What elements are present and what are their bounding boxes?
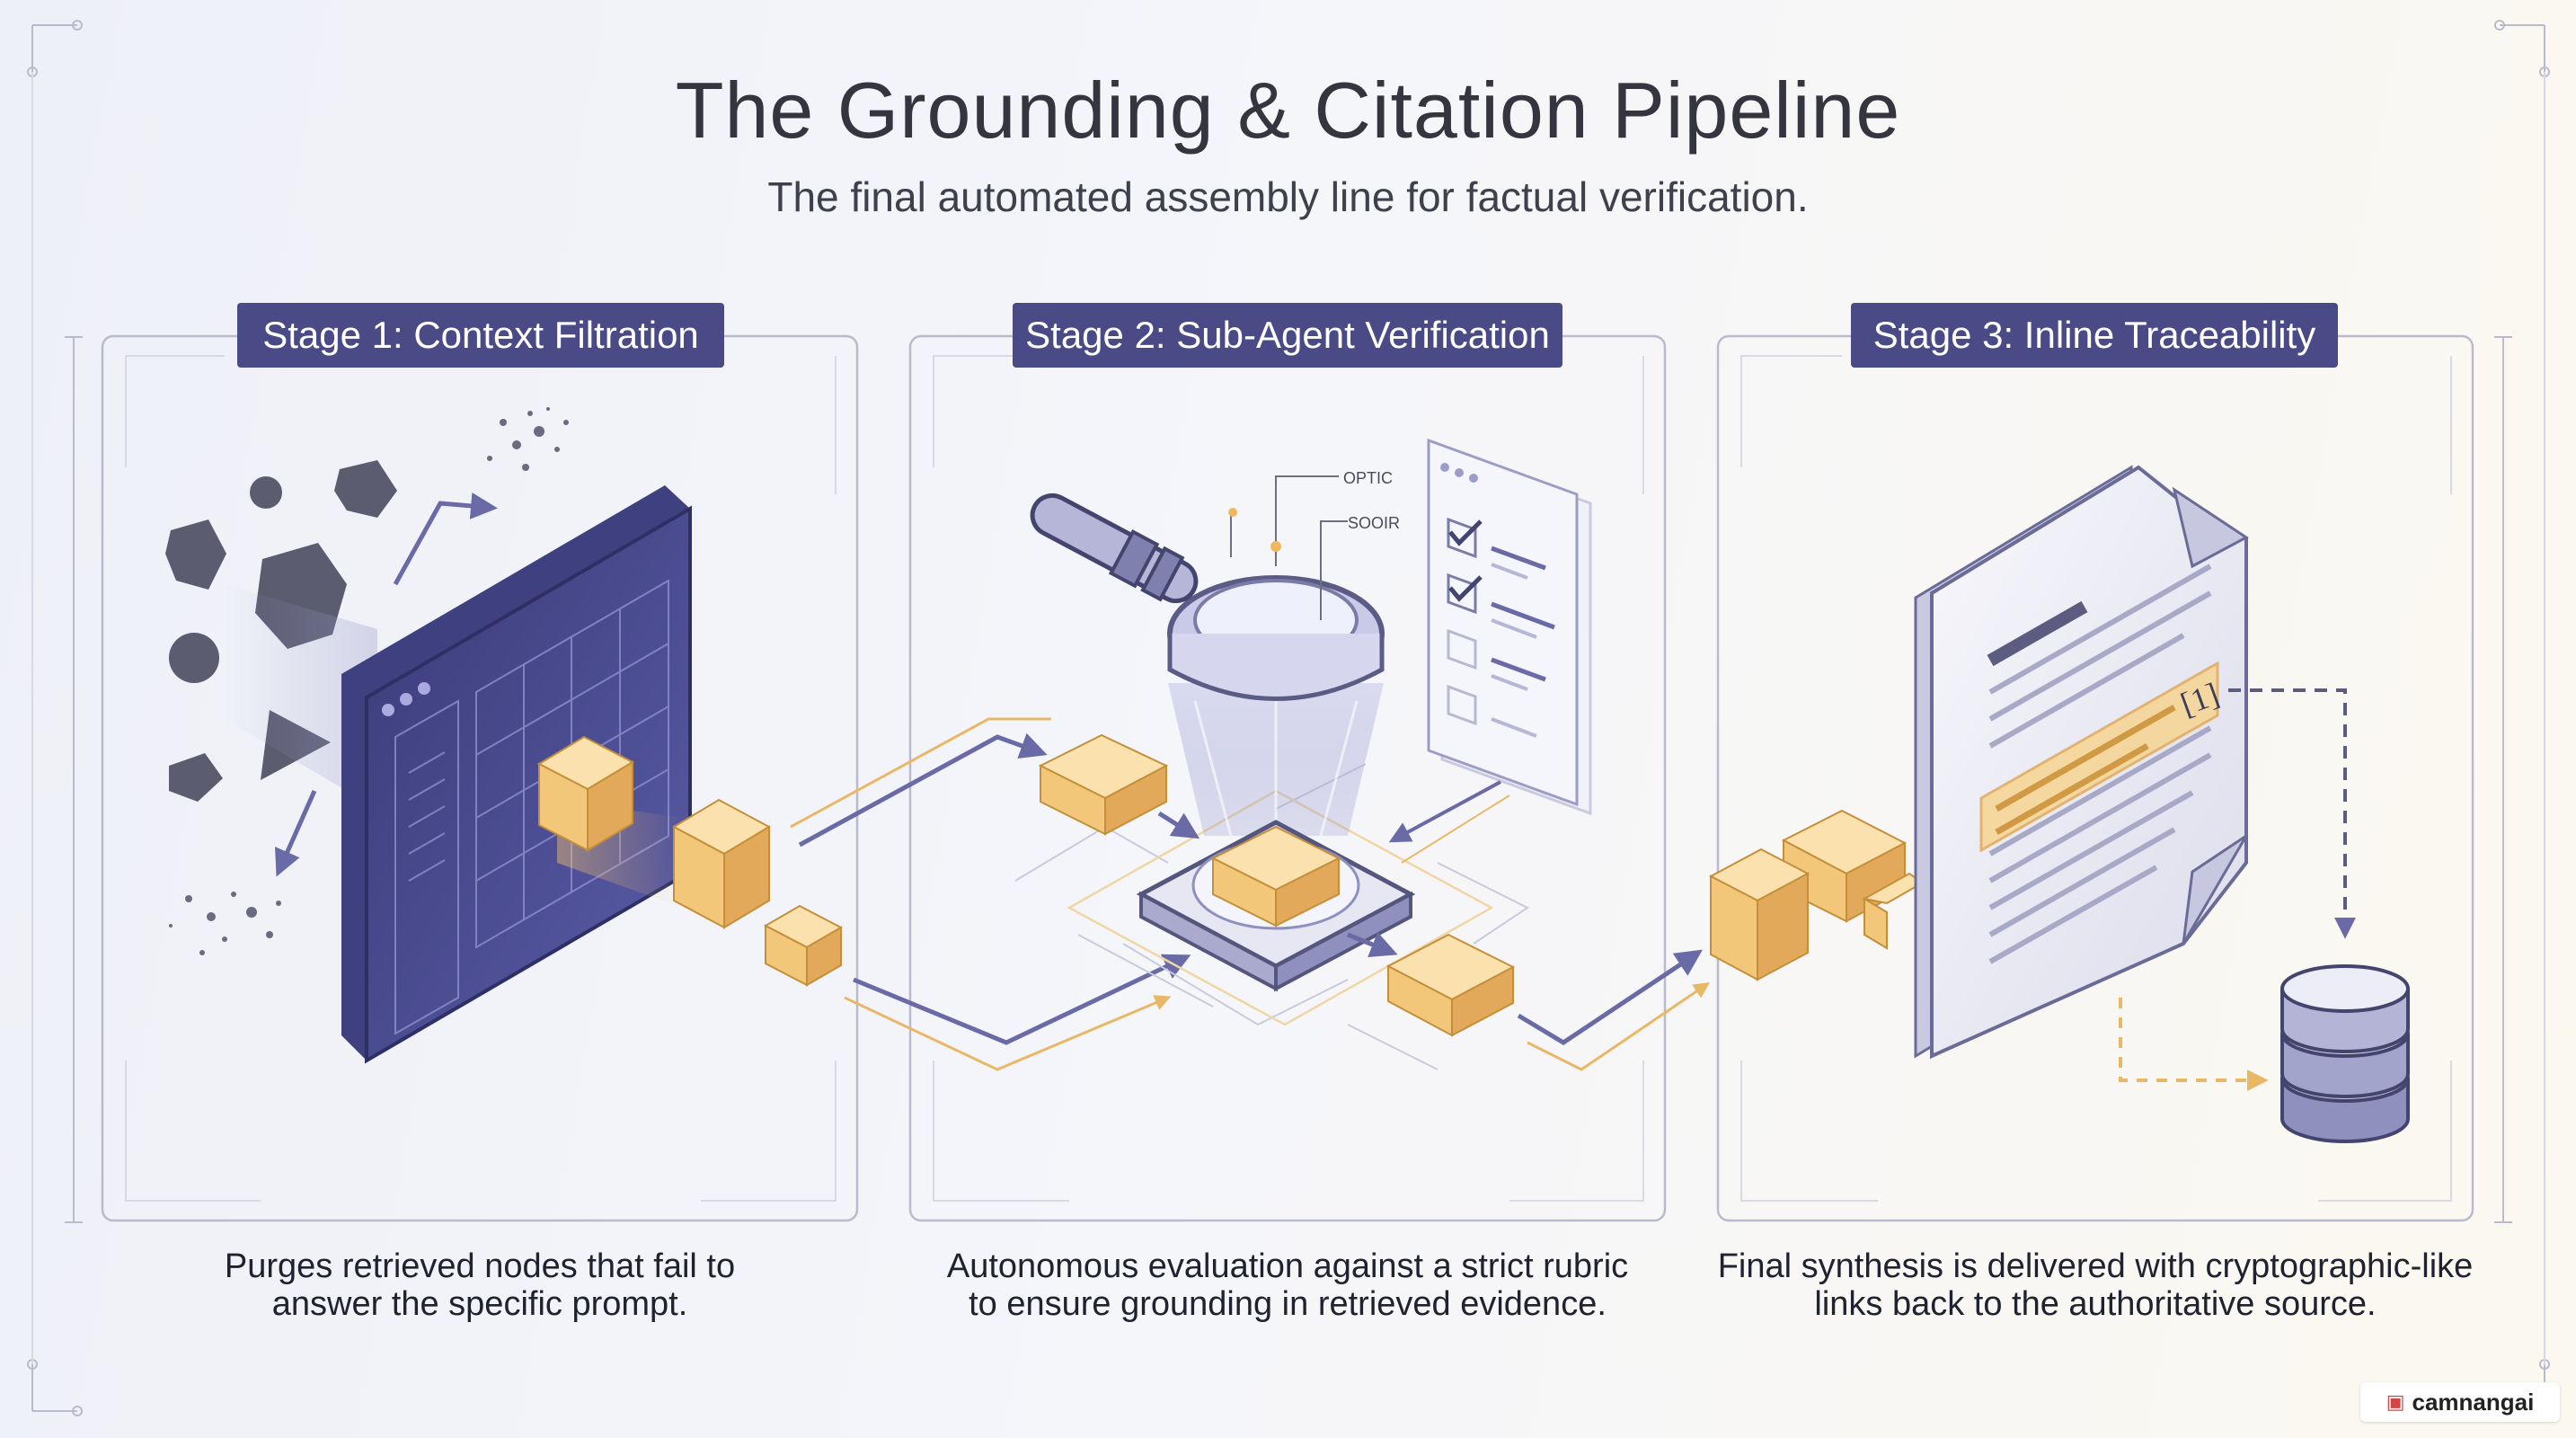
callout-sooir: SOOIR: [1348, 514, 1400, 532]
stage1-caption-line1: Purges retrieved nodes that fail to: [224, 1247, 736, 1285]
book-icon: ▣: [2386, 1390, 2405, 1413]
stage1-caption: Purges retrieved nodes that fail to answ…: [93, 1247, 866, 1323]
watermark-text: camnangai: [2412, 1388, 2535, 1416]
stage2-caption-line1: Autonomous evaluation against a strict r…: [946, 1247, 1629, 1285]
watermark-badge: ▣ camnangai: [2360, 1382, 2560, 1422]
stage1-caption-line2: answer the specific prompt.: [271, 1285, 688, 1323]
stage2-caption: Autonomous evaluation against a strict r…: [901, 1247, 1674, 1323]
stage3-caption-line1: Final synthesis is delivered with crypto…: [1717, 1247, 2474, 1285]
callout-optic: OPTIC: [1343, 469, 1393, 487]
stage2-illustration: [1014, 438, 1592, 1070]
frame-corner-marks: [27, 20, 2550, 1416]
stage3-label: Stage 3: Inline Traceability: [1851, 303, 2338, 368]
page-subtitle: The final automated assembly line for fa…: [767, 173, 1809, 220]
panel-inner-brackets: [125, 355, 2452, 1202]
stage1-illustration: [165, 407, 844, 1064]
flow-lines-1-2: [790, 717, 1191, 1071]
flow-lines-2-3: [1517, 949, 1710, 1071]
stage2-caption-line2: to ensure grounding in retrieved evidenc…: [969, 1285, 1607, 1323]
stage2-label: Stage 2: Sub-Agent Verification: [1013, 303, 1562, 368]
page-title: The Grounding & Citation Pipeline: [675, 66, 1901, 155]
stage1-label: Stage 1: Context Filtration: [237, 303, 724, 368]
stage3-illustration: [1708, 465, 2410, 1143]
stage3-caption: Final synthesis is delivered with crypto…: [1709, 1247, 2482, 1323]
stage3-caption-line2: links back to the authoritative source.: [1814, 1285, 2377, 1323]
